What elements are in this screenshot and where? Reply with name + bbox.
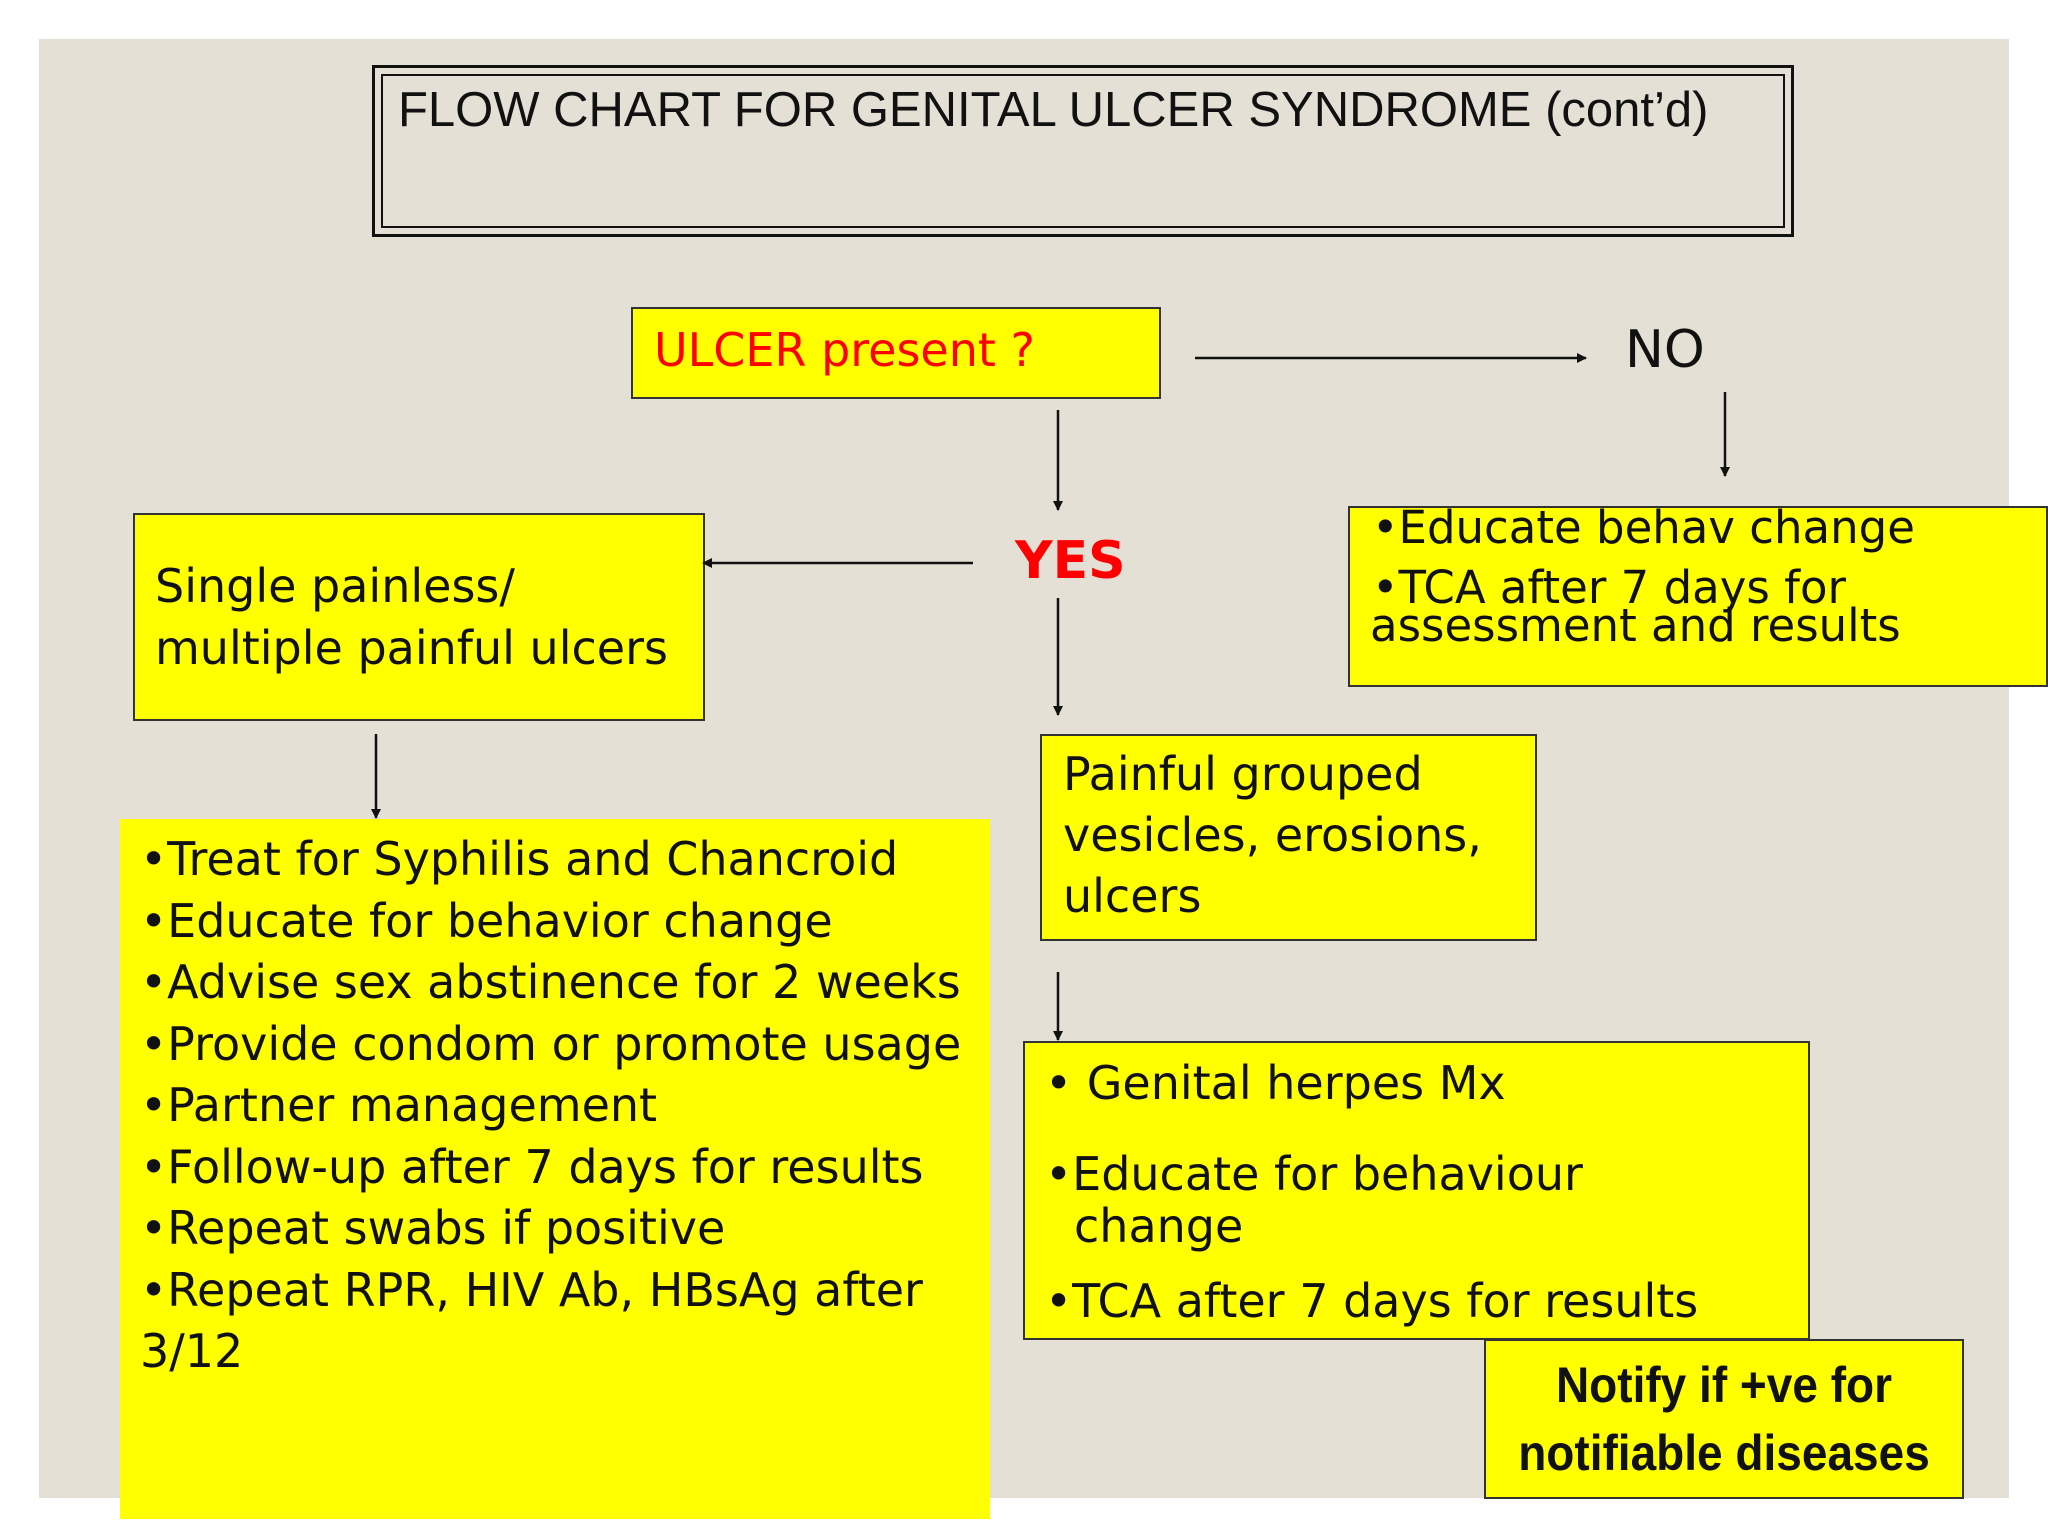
- notify-text: Notify if +ve for notifiable diseases: [1505, 1351, 1943, 1487]
- list-item: •Advise sex abstinence for 2 weeks: [140, 955, 961, 1009]
- list-item: •Repeat swabs if positive: [140, 1201, 726, 1255]
- list-item: •Follow-up after 7 days for results: [140, 1139, 924, 1194]
- herpes-box: • Genital herpes Mx •Educate for behavio…: [1023, 1041, 1810, 1340]
- list-item: •Educate for behavior change: [140, 893, 833, 948]
- list-item: •Repeat RPR, HIV Ab, HBsAg after: [140, 1262, 923, 1317]
- vesicles-line-1: Painful grouped: [1063, 747, 1423, 801]
- herpes-line-3: change: [1074, 1199, 1244, 1253]
- treatment-box: •Treat for Syphilis and Chancroid •Educa…: [120, 819, 990, 1519]
- single-box-line-2: multiple painful ulcers: [155, 621, 668, 675]
- vesicles-line-3: ulcers: [1063, 869, 1202, 923]
- title-box: FLOW CHART FOR GENITAL ULCER SYNDROME (c…: [372, 65, 1794, 237]
- no-box-line-1: •Educate behav change: [1372, 501, 1915, 554]
- list-item: •Partner management: [140, 1078, 658, 1132]
- notify-box: Notify if +ve for notifiable diseases: [1484, 1339, 1964, 1499]
- single-box-line-1: Single painless/: [155, 559, 515, 613]
- page-title: FLOW CHART FOR GENITAL ULCER SYNDROME (c…: [398, 83, 1709, 137]
- vesicles-line-2: vesicles, erosions,: [1063, 808, 1482, 862]
- no-box-line-2: •TCA after 7 days for: [1372, 561, 1846, 614]
- treatment-list: •Treat for Syphilis and Chancroid •Educa…: [140, 829, 961, 1383]
- herpes-line-1: • Genital herpes Mx: [1045, 1056, 1506, 1110]
- no-branch-box: •Educate behav change •TCA after 7 days …: [1348, 501, 2048, 687]
- title-inner-border: [381, 74, 1785, 228]
- list-item: 3/12: [140, 1324, 244, 1378]
- single-ulcer-box: Single painless/ multiple painful ulcers: [133, 513, 705, 721]
- list-item: •Provide condom or promote usage: [140, 1016, 962, 1071]
- vesicles-text: Painful grouped vesicles, erosions, ulce…: [1063, 744, 1482, 927]
- notify-line-2: notifiable diseases: [1518, 1425, 1930, 1481]
- question-box: ULCER present ?: [631, 307, 1161, 399]
- herpes-line-2: •Educate for behaviour: [1045, 1147, 1583, 1201]
- yes-label: YES: [1015, 531, 1126, 591]
- no-label: NO: [1625, 320, 1705, 380]
- list-item: •Treat for Syphilis and Chancroid: [140, 832, 899, 886]
- notify-line-1: Notify if +ve for: [1555, 1357, 1893, 1413]
- no-box-line-3: assessment and results: [1370, 599, 1901, 652]
- herpes-line-4: •TCA after 7 days for results: [1045, 1274, 1699, 1328]
- question-text: ULCER present ?: [654, 323, 1035, 377]
- vesicles-box: Painful grouped vesicles, erosions, ulce…: [1040, 734, 1537, 941]
